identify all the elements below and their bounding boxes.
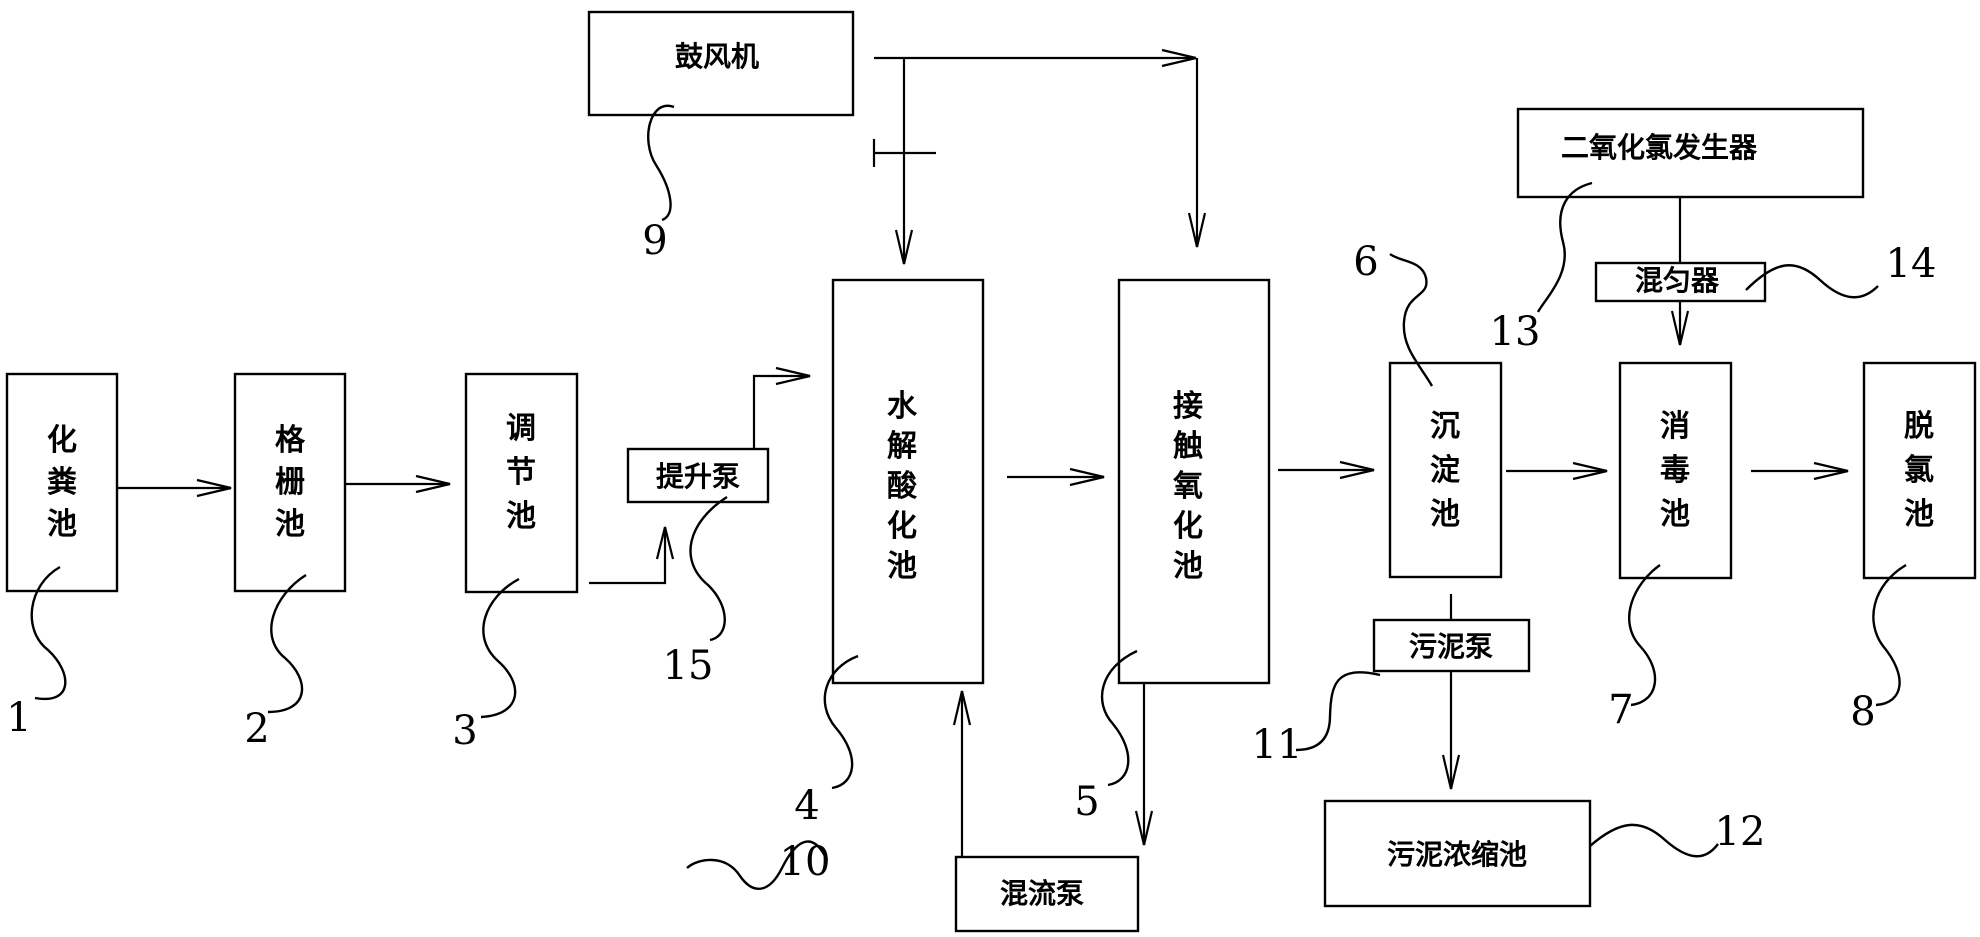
sedimentation-tank-box: [1388, 361, 1503, 579]
septic-tank-box: [5, 372, 119, 593]
sludge-thickener-box: [1323, 799, 1592, 908]
ref-number-12: 12: [1715, 809, 1766, 855]
flow-arrows: [117, 48, 1849, 857]
ref-number-10: 10: [780, 839, 831, 885]
grille-tank-label: 格栅池: [275, 423, 306, 542]
ref-number-13: 13: [1490, 309, 1541, 355]
ref-number-14: 14: [1886, 241, 1937, 287]
dechlorination-tank-label: 脱氯池: [1904, 409, 1934, 532]
chlorine-dioxide-generator-label: 二氧化氯发生器: [1561, 131, 1758, 164]
mixing-pump-box: [954, 855, 1140, 933]
blower-label: 鼓风机: [675, 40, 759, 73]
sludge-thickener-label: 污泥浓缩池: [1387, 838, 1527, 871]
ref-number-7: 7: [1608, 687, 1633, 733]
grille-tank-box: [233, 372, 347, 593]
contact-oxidation-tank-box: [1117, 278, 1271, 685]
lift-pump-label: 提升泵: [656, 460, 740, 493]
ref-number-15: 15: [663, 643, 714, 689]
ref-number-3: 3: [452, 708, 477, 754]
hydrolysis-tank-label: 水解酸化池: [887, 389, 918, 584]
contact-oxidation-tank-label: 接触氧化池: [1173, 389, 1203, 584]
regulating-tank-label: 调节池: [506, 411, 536, 534]
ref-number-2: 2: [244, 706, 269, 752]
mixer-label: 混匀器: [1635, 264, 1720, 297]
hydrolysis-tank-box: [831, 278, 985, 685]
disinfection-tank-box: [1618, 361, 1733, 580]
sludge-pump-box: [1372, 618, 1531, 673]
ref-number-6: 6: [1353, 239, 1378, 285]
lift-pump-box: [626, 447, 770, 504]
mixing-pump-label: 混流泵: [1000, 877, 1084, 910]
reference-leaders: [30, 104, 1907, 890]
ref-number-8: 8: [1850, 689, 1875, 735]
sedimentation-tank-label: 沉淀池: [1430, 409, 1460, 532]
ref-number-5: 5: [1074, 779, 1099, 825]
regulating-tank-box: [464, 372, 579, 594]
ref-number-1: 1: [6, 695, 31, 741]
chlorine-dioxide-generator-box: [1516, 107, 1865, 199]
blower-box: [587, 10, 855, 117]
ref-number-4: 4: [794, 783, 819, 829]
dechlorination-tank-box: [1862, 361, 1977, 580]
ref-number-9: 9: [642, 218, 667, 264]
ref-number-11: 11: [1252, 722, 1303, 768]
sludge-pump-label: 污泥泵: [1409, 630, 1493, 663]
disinfection-tank-label: 消毒池: [1660, 409, 1690, 532]
septic-tank-label: 化粪池: [47, 423, 77, 542]
